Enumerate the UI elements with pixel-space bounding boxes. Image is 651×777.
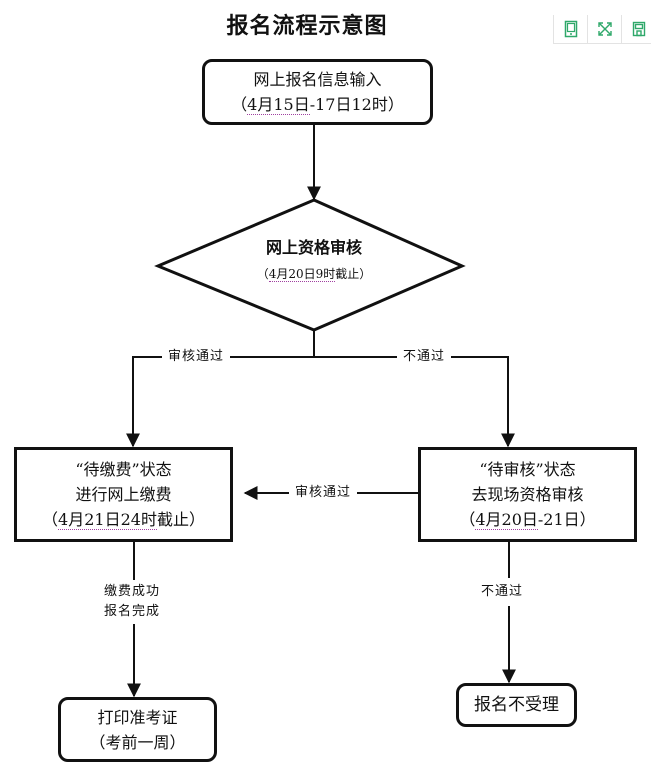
text: 缴费成功 [103, 584, 160, 599]
diagram-title: 报名流程示意图 [226, 13, 388, 39]
text: 去现场资格审核 [471, 485, 584, 504]
text: （考前一周） [89, 732, 186, 752]
text: 4月15日 [247, 95, 310, 115]
node-rejected: 报名不受理 [456, 683, 577, 727]
text: （4月20日-21日） [459, 507, 596, 532]
edge-label-onsite-fail: 不通过 [477, 578, 528, 606]
node-online-input: 网上报名信息输入 （4月15日-17日12时） [202, 59, 433, 125]
text: “待审核”状态 [479, 460, 576, 479]
text: （ [231, 95, 248, 114]
text: （ [459, 510, 476, 529]
text: 4月20日 [475, 510, 538, 530]
edge-label-review-pass: 审核通过 [162, 347, 231, 367]
text: -17日12时） [309, 95, 404, 114]
text: 报名不受理 [474, 694, 559, 715]
edge-label-onsite-pass: 审核通过 [289, 483, 358, 503]
edge-label-review-fail: 不通过 [397, 347, 452, 367]
edge-label-payment-done: 缴费成功 报名完成 [94, 580, 170, 624]
edge-review-pass [126, 356, 314, 448]
mobile-view-icon [564, 20, 577, 38]
edge-review-fail [314, 356, 515, 448]
save-icon [632, 21, 645, 37]
text: 4月20日9时 [268, 267, 336, 282]
text: 打印准考证 [97, 707, 178, 727]
node-pending-payment: “待缴费”状态 进行网上缴费 （4月21日24时截止） [14, 447, 233, 542]
text: 4月21日24时 [58, 510, 157, 530]
text: 截止） [335, 267, 372, 281]
text: （ [42, 510, 59, 529]
save-button[interactable] [622, 15, 651, 43]
text: “待缴费”状态 [75, 460, 172, 479]
text: （ [256, 267, 269, 281]
node-pending-review: “待审核”状态 去现场资格审核 （4月20日-21日） [418, 447, 637, 542]
fullscreen-button[interactable] [588, 15, 622, 43]
text: 报名完成 [103, 604, 160, 619]
node-online-input-title: 网上报名信息输入 [253, 70, 382, 89]
fullscreen-icon [597, 22, 612, 36]
node-online-review-title: 网上资格审核 [265, 238, 362, 257]
node-online-input-date: （4月15日-17日12时） [231, 92, 404, 117]
text: -21日） [537, 510, 596, 529]
text: （4月21日24时截止） [42, 507, 205, 532]
toolbar [553, 15, 651, 44]
mobile-view-button[interactable] [554, 15, 588, 43]
text: 进行网上缴费 [75, 485, 172, 504]
node-online-review-date: （4月20日9时截止） [214, 262, 414, 286]
node-print-ticket: 打印准考证 （考前一周） [58, 697, 217, 762]
text: 截止） [156, 510, 205, 529]
